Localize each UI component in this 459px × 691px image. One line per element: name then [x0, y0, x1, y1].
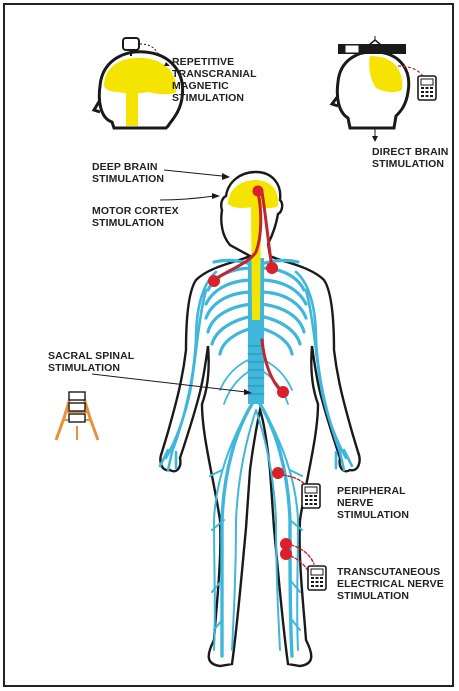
label-line: STIMULATION: [172, 92, 257, 104]
label-line: REPETITIVE: [172, 56, 257, 68]
label-line: MOTOR CORTEX: [92, 205, 179, 217]
label-line: DEEP BRAIN: [92, 161, 164, 173]
label-line: ELECTRICAL NERVE: [337, 578, 444, 590]
label-direct-brain: DIRECT BRAIN STIMULATION: [372, 146, 448, 170]
sacral-vertebrae-icon: [56, 392, 98, 440]
head-with-headset-icon: [332, 36, 436, 142]
label-motor-cortex: MOTOR CORTEX STIMULATION: [92, 205, 179, 229]
electrode-sacral: [277, 386, 289, 398]
electrode-peripheral: [272, 467, 284, 479]
label-line: STIMULATION: [337, 509, 409, 521]
stimulator-device-icon: [418, 76, 436, 100]
label-line: DIRECT BRAIN: [372, 146, 448, 158]
label-line: STIMULATION: [372, 158, 448, 170]
label-line: NERVE: [337, 497, 409, 509]
label-rtms: REPETITIVE TRANSCRANIAL MAGNETIC STIMULA…: [172, 56, 257, 104]
label-line: TRANSCRANIAL: [172, 68, 257, 80]
label-tens: TRANSCUTANEOUS ELECTRICAL NERVE STIMULAT…: [337, 566, 444, 602]
label-line: MAGNETIC: [172, 80, 257, 92]
label-line: STIMULATION: [92, 217, 179, 229]
head-with-coil-icon: [94, 38, 183, 128]
electrode-left-shoulder: [208, 275, 220, 287]
label-line: SACRAL SPINAL: [48, 350, 134, 362]
label-sacral-spinal: SACRAL SPINAL STIMULATION: [48, 350, 134, 374]
stimulator-device-icon: [302, 484, 320, 508]
label-deep-brain: DEEP BRAIN STIMULATION: [92, 161, 164, 185]
electrode-right-chest: [266, 262, 278, 274]
label-line: STIMULATION: [92, 173, 164, 185]
label-peripheral-nerve: PERIPHERAL NERVE STIMULATION: [337, 485, 409, 521]
label-line: STIMULATION: [337, 590, 444, 602]
electrode-tens-2: [280, 548, 292, 560]
stimulator-device-icon: [308, 566, 326, 590]
label-line: PERIPHERAL: [337, 485, 409, 497]
label-line: TRANSCUTANEOUS: [337, 566, 444, 578]
electrode-deep-brain: [253, 186, 264, 197]
label-line: STIMULATION: [48, 362, 134, 374]
